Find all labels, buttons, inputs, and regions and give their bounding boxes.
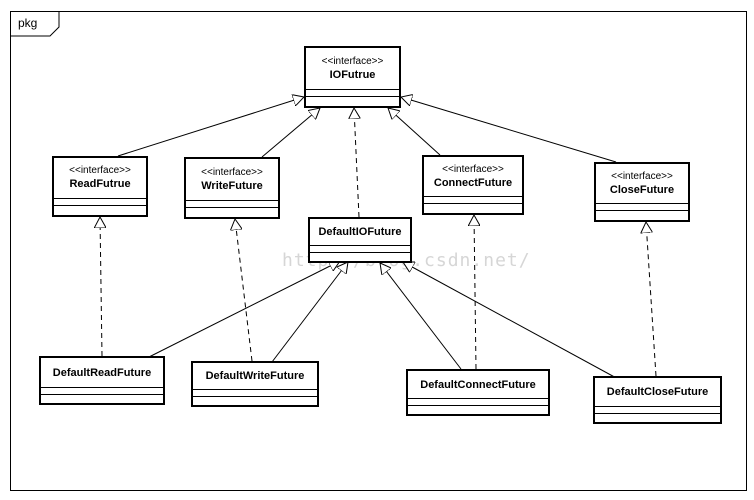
class-iofutrue[interactable]: <<interface>> IOFutrue — [304, 46, 401, 108]
attributes-compartment — [595, 407, 720, 414]
stereotype-label: <<interface>> — [69, 165, 131, 176]
class-name: WriteFuture — [201, 179, 263, 192]
edge-defaultreadfuture-readfutrue — [100, 217, 102, 357]
operations-compartment — [54, 206, 146, 212]
class-name: IOFutrue — [329, 68, 376, 81]
edge-writefuture-iofutrue — [261, 108, 320, 158]
class-name: DefaultReadFuture — [52, 366, 152, 379]
attributes-compartment — [306, 90, 399, 97]
class-name: ConnectFuture — [433, 176, 513, 189]
class-name: CloseFuture — [609, 183, 675, 196]
attributes-compartment — [408, 399, 548, 406]
class-name: DefaultIOFuture — [318, 226, 402, 238]
stereotype-label: <<interface>> — [611, 170, 673, 182]
operations-compartment — [310, 253, 410, 259]
class-connectfuture[interactable]: <<interface>> ConnectFuture — [422, 155, 524, 215]
operations-compartment — [41, 395, 163, 401]
class-closefuture[interactable]: <<interface>> CloseFuture — [594, 162, 690, 222]
stereotype-label: <<interface>> — [442, 163, 504, 175]
edge-defaultconnectfuture-connectfuture — [474, 215, 476, 370]
class-defaultwritefuture[interactable]: DefaultWriteFuture — [191, 361, 319, 407]
stereotype-label: <<interface>> — [321, 55, 384, 67]
package-frame — [10, 11, 747, 491]
attributes-compartment — [424, 197, 522, 204]
edge-connectfuture-iofutrue — [388, 108, 441, 156]
edge-defaultwritefuture-defaultiofuture — [271, 262, 348, 363]
attributes-compartment — [186, 201, 278, 208]
operations-compartment — [408, 406, 548, 412]
class-name: ReadFutrue — [69, 178, 131, 190]
edge-defaultconnectfuture-defaultiofuture — [380, 263, 462, 370]
class-defaultiofuture[interactable]: DefaultIOFuture — [308, 217, 412, 263]
operations-compartment — [193, 397, 317, 403]
edge-closefuture-iofutrue — [401, 97, 617, 163]
package-label: pkg — [18, 16, 38, 30]
attributes-compartment — [193, 390, 317, 397]
operations-compartment — [596, 211, 688, 217]
edge-defaultreadfuture-defaultiofuture — [144, 261, 340, 360]
operations-compartment — [595, 414, 720, 420]
class-name: DefaultWriteFuture — [205, 370, 305, 382]
operations-compartment — [186, 208, 278, 214]
package-tab — [10, 11, 60, 37]
class-writefuture[interactable]: <<interface>> WriteFuture — [184, 157, 280, 219]
edge-defaultiofuture-iofutrue — [354, 108, 359, 218]
class-defaultreadfuture[interactable]: DefaultReadFuture — [39, 356, 165, 405]
attributes-compartment — [596, 204, 688, 211]
class-defaultclosefuture[interactable]: DefaultCloseFuture — [593, 376, 722, 424]
attributes-compartment — [41, 388, 163, 395]
edge-defaultwritefuture-writefuture — [235, 219, 253, 362]
attributes-compartment — [54, 199, 146, 206]
stereotype-label: <<interface>> — [201, 166, 263, 178]
operations-compartment — [424, 204, 522, 210]
class-readfutrue[interactable]: <<interface>> ReadFutrue — [52, 156, 148, 217]
attributes-compartment — [310, 246, 410, 253]
class-defaultconnectfuture[interactable]: DefaultConnectFuture — [406, 369, 550, 416]
edge-defaultclosefuture-defaultiofuture — [403, 262, 621, 381]
operations-compartment — [306, 97, 399, 103]
edge-readfutrue-iofutrue — [117, 97, 304, 157]
class-name: DefaultConnectFuture — [420, 378, 536, 391]
edge-defaultclosefuture-closefuture — [646, 222, 657, 377]
class-name: DefaultCloseFuture — [606, 386, 709, 398]
